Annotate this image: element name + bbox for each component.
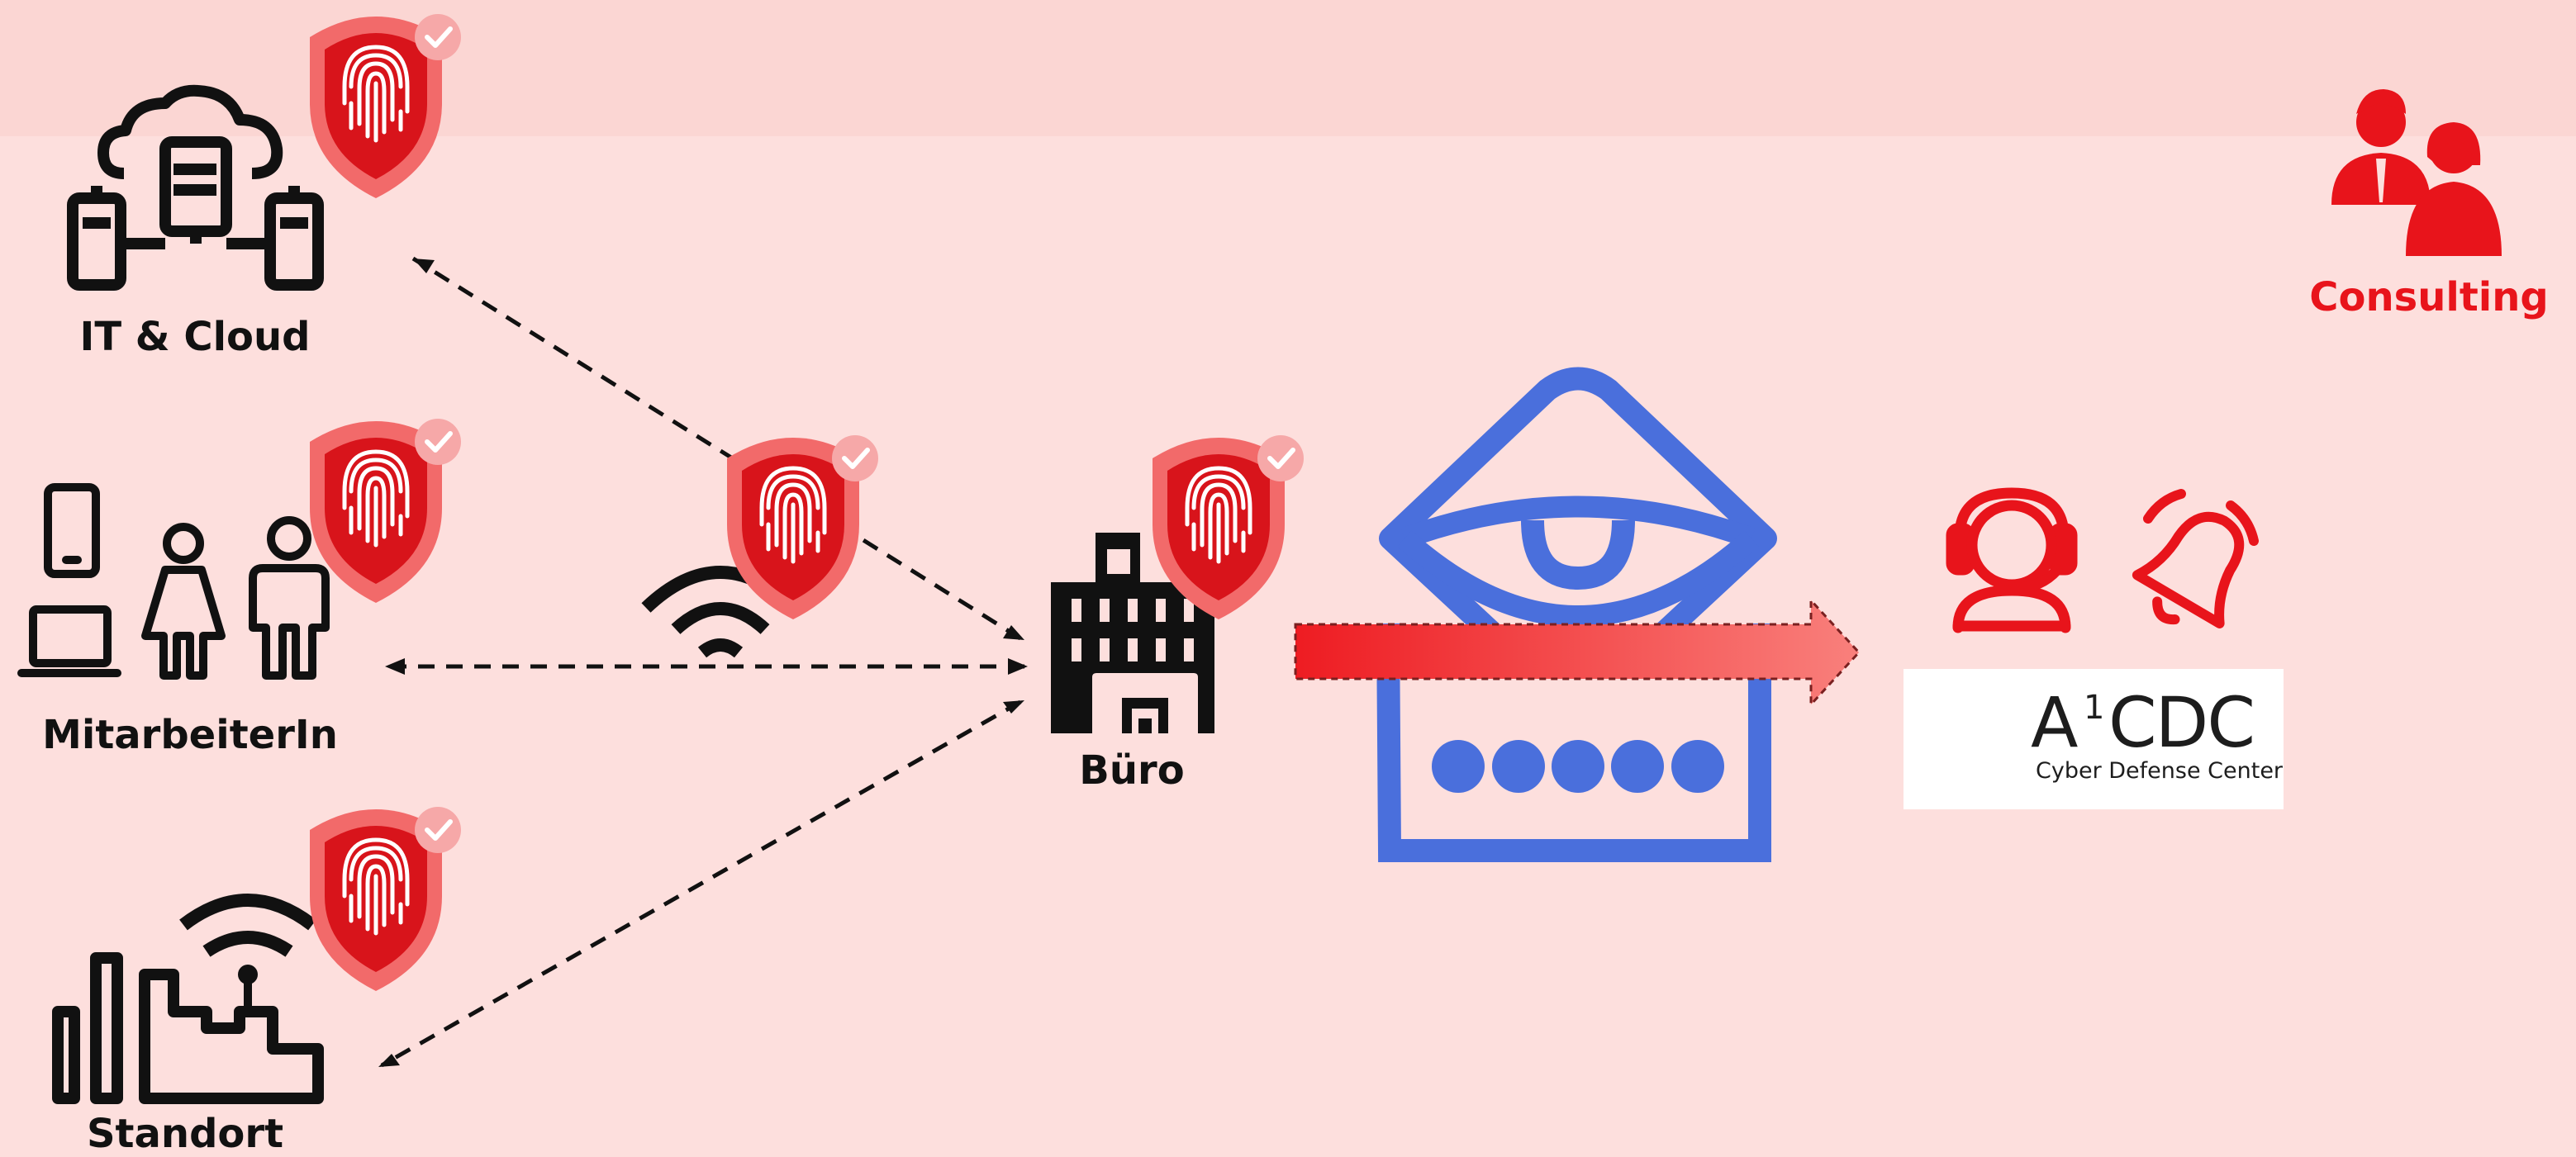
connector-it-cloud [411,256,1022,641]
alarm-bell-icon [2132,489,2259,628]
fingerprint-shield-icon [310,14,461,198]
fingerprint-shield-icon [727,435,878,619]
cdc-subtitle: Cyber Defense Center [2036,758,2284,784]
connector-standort [380,699,1022,1068]
mitarbeiter-label: MitarbeiterIn [42,712,338,758]
buero-label: Büro [1079,747,1185,794]
support-agent-icon [1946,487,2078,633]
fingerprint-shield-icon [310,807,461,991]
cloud-server-icon [67,84,324,291]
consulting-label: Consulting [2309,274,2549,320]
factory-wifi-icon [52,894,324,1104]
cdc-brand-superscript: 1 [2084,689,2105,727]
employees-icon [17,483,330,680]
fingerprint-shield-icon [310,419,461,603]
cdc-brand-letter: A [2031,682,2078,763]
monitoring-eye-icon [1376,367,1777,862]
connector-arrowheads [378,258,1028,1067]
consultants-icon [2331,89,2502,256]
standort-label: Standort [86,1111,284,1157]
cdc-name: CDC [2108,682,2255,763]
cdc-logo: A 1 CDC Cyber Defense Center [1903,669,2284,809]
connector-lines [380,256,1024,1068]
data-flow-arrow [1294,597,1861,708]
it-cloud-label: IT & Cloud [79,314,311,360]
